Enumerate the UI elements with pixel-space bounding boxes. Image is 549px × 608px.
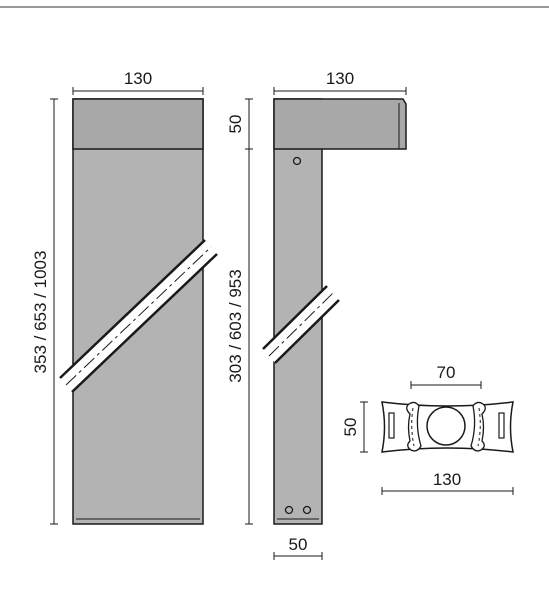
side-width-dimension: 130 [273,69,407,95]
side-shaft-height-dimension: 303 / 603 / 953 [226,149,253,525]
slot-left [388,412,395,439]
mounting-slot-left [406,401,422,452]
front-view: 130 353 / 653 / 1003 [31,69,218,525]
plate-width-dimension: 130 [381,470,514,495]
side-base-width-label: 50 [289,535,308,554]
hole-spacing-label: 70 [437,363,456,382]
side-hole-bottom-left [284,505,294,515]
base-plate-view: 70 50 130 [341,363,514,495]
side-head [273,98,407,150]
side-base-width-dimension: 50 [273,535,323,560]
front-height-label: 353 / 653 / 1003 [31,251,50,374]
mounting-slot-right [470,401,486,452]
plate-depth-dimension: 50 [341,401,368,453]
slot-right [498,412,505,439]
front-height-dimension: 353 / 653 / 1003 [31,98,58,525]
side-view: 130 50 303 / 603 / 953 50 [226,69,407,560]
hole-spacing-dimension: 70 [410,363,482,389]
side-hole-bottom-right [302,505,312,515]
side-hole-top [292,156,302,166]
side-head-height-label: 50 [226,115,245,134]
plate-width-label: 130 [433,470,461,489]
cable-hole [426,406,466,446]
front-width-dimension: 130 [72,69,204,95]
front-width-label: 130 [124,69,152,88]
front-head [72,98,204,150]
side-width-label: 130 [326,69,354,88]
side-shaft-height-label: 303 / 603 / 953 [226,269,245,382]
side-head-height-dimension: 50 [226,98,253,150]
plate-depth-label: 50 [341,418,360,437]
